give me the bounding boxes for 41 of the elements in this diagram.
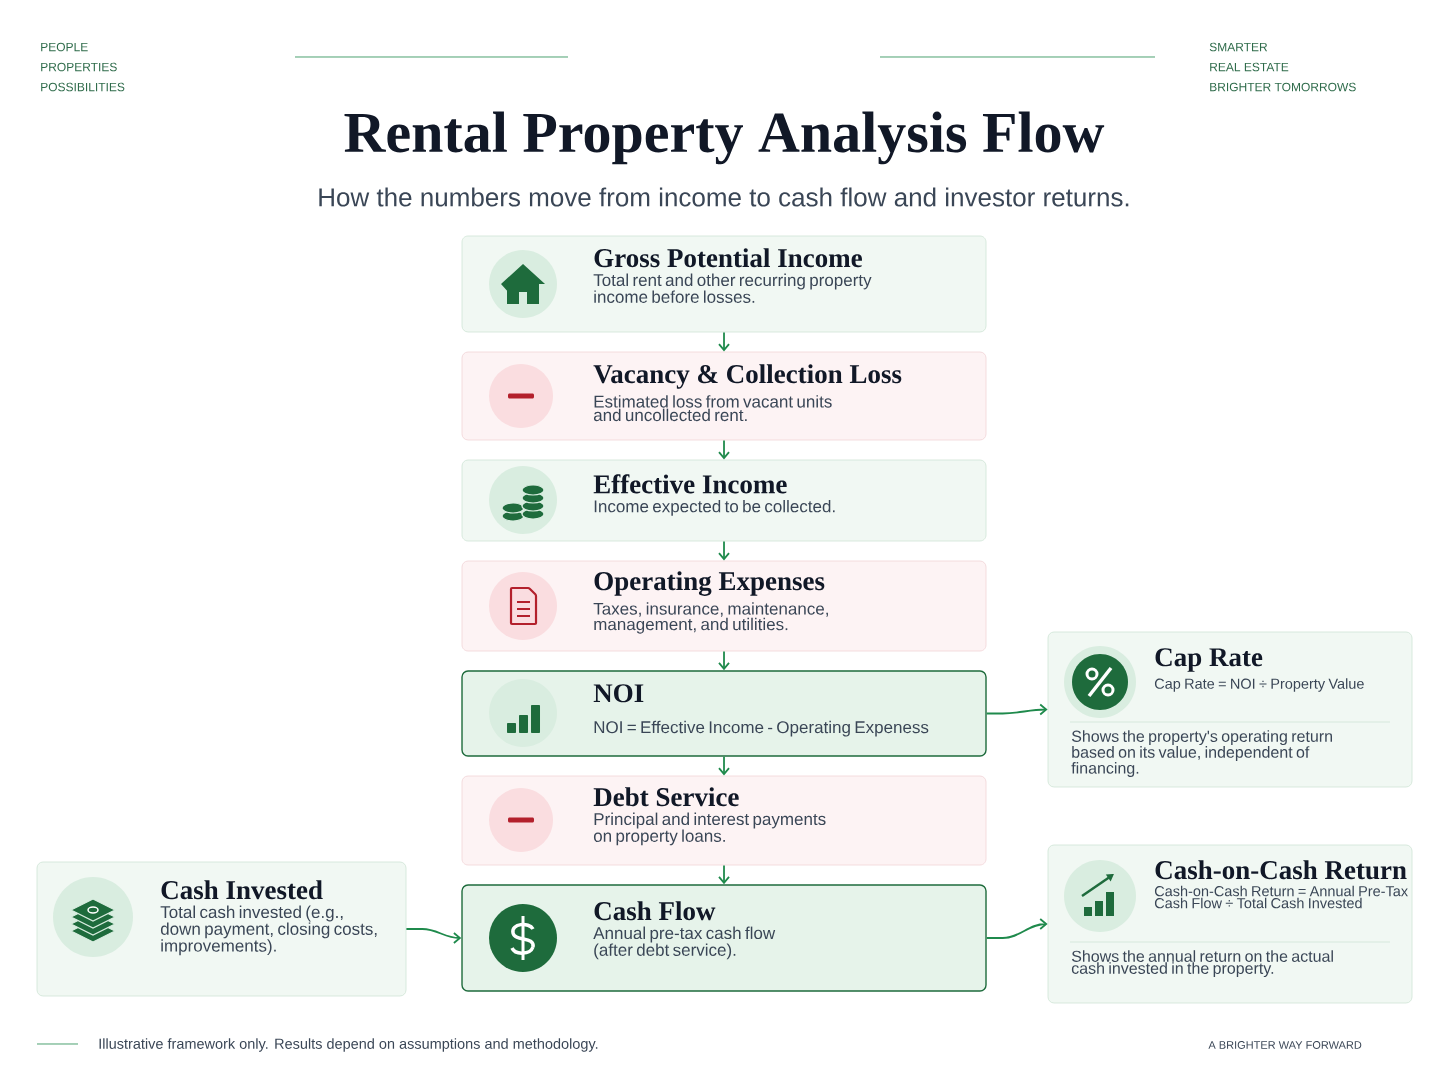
arrow [718, 755, 730, 776]
arrow [718, 439, 730, 460]
arrow [718, 650, 730, 671]
box-description: Estimated loss from vacant units and uncollected rent. [593, 395, 832, 422]
box-title: Debt Service [593, 787, 739, 807]
box-title: Cash Invested [161, 880, 323, 900]
subtitle: How the numbers move from income to cash flow and investor returns. [319, 187, 1129, 207]
arrow [718, 864, 730, 885]
title: Rental Property Analysis Flow [344, 111, 1105, 165]
box-title: Cash Flow [594, 901, 716, 921]
box-title: Gross Potential Income [594, 248, 862, 268]
box-description: Total rent and other recurring property income before losses. [593, 273, 872, 303]
arrow [985, 918, 1048, 939]
box-title: Cap Rate [1155, 648, 1263, 672]
arrow [405, 928, 462, 944]
box-title: Vacancy & Collection Loss [593, 364, 902, 389]
box-description: Cap Rate = NOI ÷ Property Value [1154, 678, 1364, 692]
box-description: Total cash invested (e.g., down payment, closing costs, improvements). [160, 905, 377, 956]
arrow [985, 703, 1048, 716]
tagline: A BRIGHTER WAY FORWARD [1208, 1041, 1362, 1049]
box-title: Cash-on-Cash Return [1155, 860, 1407, 880]
box-title: Effective Income [593, 474, 787, 494]
box-description: Principal and interest payments on property loans. [593, 812, 826, 846]
tagline: BRIGHTER TOMORROWS [1210, 82, 1356, 92]
box-description: Shows the property's operating return based on its value, independent of financing. [1071, 730, 1332, 777]
box-title: Operating Expenses [594, 571, 825, 596]
tagline: PROPERTIES [41, 62, 117, 72]
box-description: Shows the annual return on the actual cash invested in the property. [1071, 950, 1333, 978]
box-description: Cash-on-Cash Return = Annual Pre-Tax Cash Flow ÷ Total Cash Invested [1154, 885, 1408, 909]
box-description: Taxes, insurance, maintenance, management, and utilities. [593, 602, 828, 634]
tagline: PEOPLE [41, 42, 88, 52]
box-description: NOI = Effective Income - Operating Expeness [594, 720, 929, 737]
tagline: POSSIBILITIES [41, 82, 125, 92]
box-title: NOI [593, 684, 644, 703]
box-description: Annual pre-tax cash flow (after debt service). [593, 926, 776, 960]
footnote: Illustrative framework only. Results depend on assumptions and methodology. [99, 1038, 598, 1052]
arrow [718, 331, 730, 352]
arrow [718, 540, 730, 561]
tagline: SMARTER [1209, 42, 1268, 52]
tagline: REAL ESTATE [1210, 62, 1289, 72]
box-description: Income expected to be collected. [594, 499, 835, 516]
